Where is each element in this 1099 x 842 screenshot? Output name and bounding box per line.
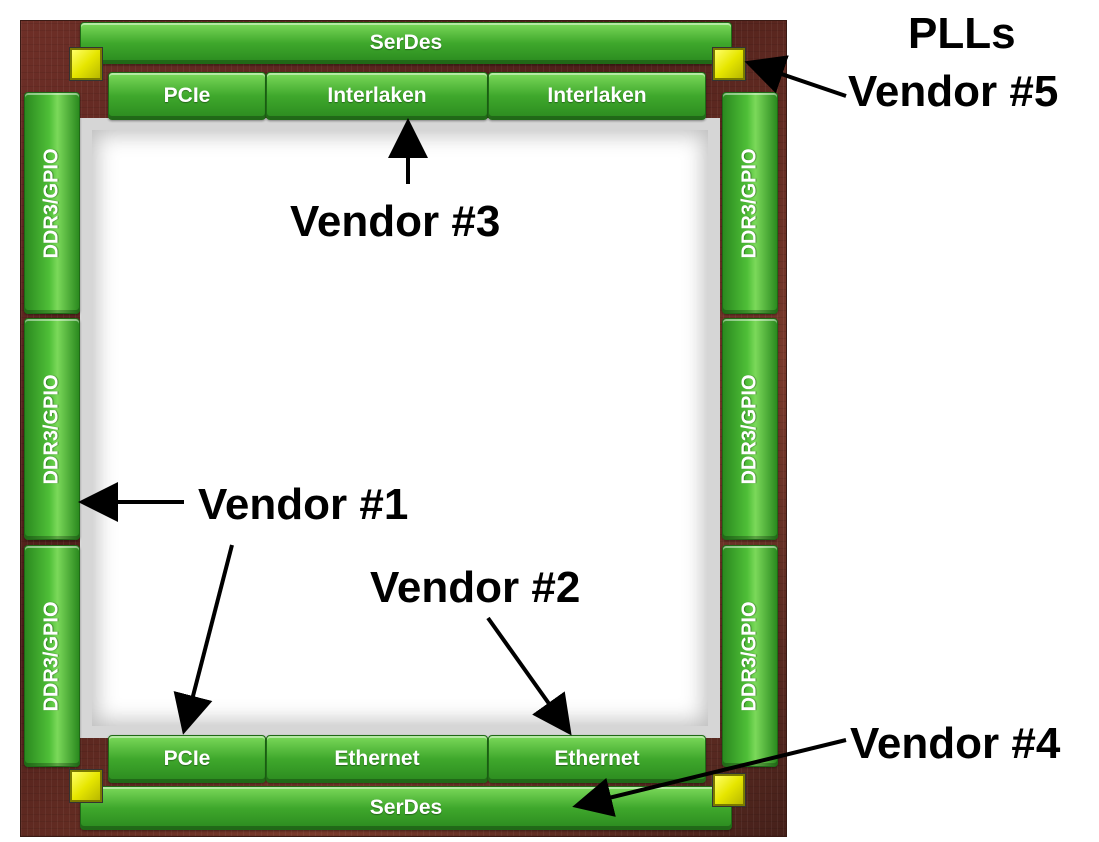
arrow-vendor5 (744, 55, 847, 98)
top-interlaken-block-1: Interlaken (266, 72, 488, 120)
pll-top-right (713, 48, 745, 80)
top-serdes-block: SerDes (80, 22, 732, 64)
arrow-vendor1-down (173, 544, 234, 735)
bottom-serdes-block: SerDes (80, 786, 732, 830)
left-ddr-gpio-block-1: DDR3/GPIO (24, 92, 80, 314)
right-ddr-gpio-block-3: DDR3/GPIO (722, 545, 778, 767)
top-pcie-block: PCIe (108, 72, 266, 120)
arrow-vendor4 (572, 738, 847, 817)
top-interlaken-block-2: Interlaken (488, 72, 706, 120)
left-ddr-gpio-block-2: DDR3/GPIO (24, 318, 80, 540)
pll-top-left (70, 48, 102, 80)
vendor3-label: Vendor #3 (290, 197, 501, 246)
core-area (80, 118, 720, 738)
pll-bottom-left (70, 770, 102, 802)
vendor1-label: Vendor #1 (198, 480, 409, 529)
arrow-vendor2 (486, 616, 572, 736)
right-ddr-gpio-block-2: DDR3/GPIO (722, 318, 778, 540)
pll-bottom-right (713, 774, 745, 806)
bottom-pcie-block: PCIe (108, 735, 266, 783)
vendor2-label: Vendor #2 (370, 563, 581, 612)
plls-label: PLLs (908, 9, 1016, 58)
left-ddr-gpio-block-3: DDR3/GPIO (24, 545, 80, 767)
vendor4-label: Vendor #4 (850, 719, 1061, 768)
bottom-ethernet-block-1: Ethernet (266, 735, 488, 783)
vendor5-label: Vendor #5 (848, 67, 1059, 116)
